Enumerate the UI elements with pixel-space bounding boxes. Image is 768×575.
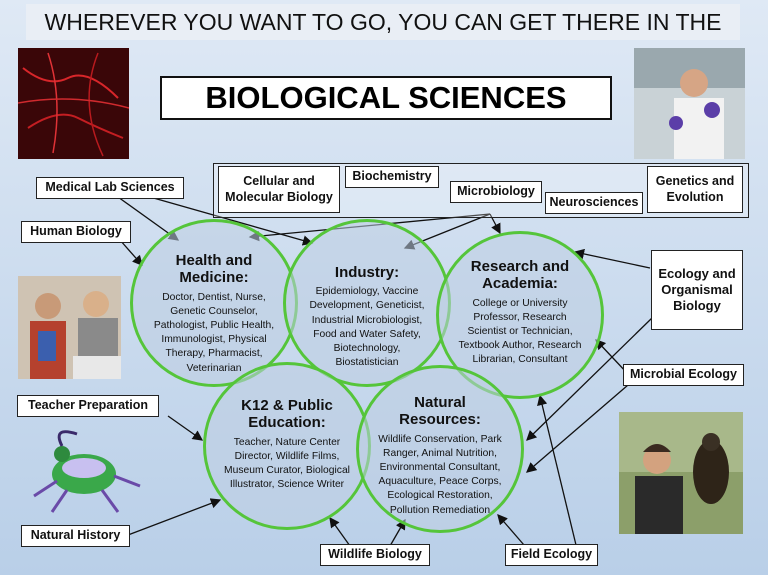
box-cellular-molecular: Cellular and Molecular Biology [218,166,340,213]
woman-hawk-image [619,412,743,534]
box-field-ecology: Field Ecology [505,544,598,566]
circle-industry: Industry: Epidemiology, Vaccine Developm… [283,219,451,387]
box-microbial-ecology: Microbial Ecology [623,364,744,386]
k12-careers: Teacher, Nature Center Director, Wildlif… [224,436,350,491]
research-title: Research and Academia: [470,258,570,293]
box-teacher-preparation: Teacher Preparation [17,395,159,417]
industry-careers: Epidemiology, Vaccine Development, Genet… [309,286,425,369]
circle-natural-resources: Natural Resources: Wildlife Conservation… [356,365,524,533]
box-human-biology: Human Biology [21,221,131,243]
circle-health-medicine: Health and Medicine: Doctor, Dentist, Nu… [130,219,298,387]
beetle-image [22,426,146,516]
children-microscope-image [18,276,121,379]
box-wildlife-biology: Wildlife Biology [320,544,430,566]
natural-title: Natural Resources: [399,394,481,429]
box-biochemistry: Biochemistry [345,166,439,188]
red-neuron-image [18,48,129,159]
lab-scientist-image [634,48,745,159]
k12-title: K12 & Public Education: [241,397,333,432]
health-careers: Doctor, Dentist, Nurse, Genetic Counselo… [153,291,275,374]
box-ecology-organismal: Ecology and Organismal Biology [651,250,743,330]
health-title: Health and Medicine: [175,252,253,287]
box-medical-lab-sciences: Medical Lab Sciences [36,177,184,199]
box-natural-history: Natural History [21,525,130,547]
box-microbiology: Microbiology [450,181,542,203]
circle-k12-education: K12 & Public Education: Teacher, Nature … [203,362,371,530]
header-banner: WHEREVER YOU WANT TO GO, YOU CAN GET THE… [26,4,740,40]
page-title: BIOLOGICAL SCIENCES [160,76,612,120]
box-genetics-evolution: Genetics and Evolution [647,166,743,213]
industry-title: Industry: [334,264,400,281]
natural-careers: Wildlife Conservation, Park Ranger, Anim… [378,433,502,516]
box-neurosciences: Neurosciences [545,192,643,214]
research-careers: College or University Professor, Researc… [458,297,582,366]
